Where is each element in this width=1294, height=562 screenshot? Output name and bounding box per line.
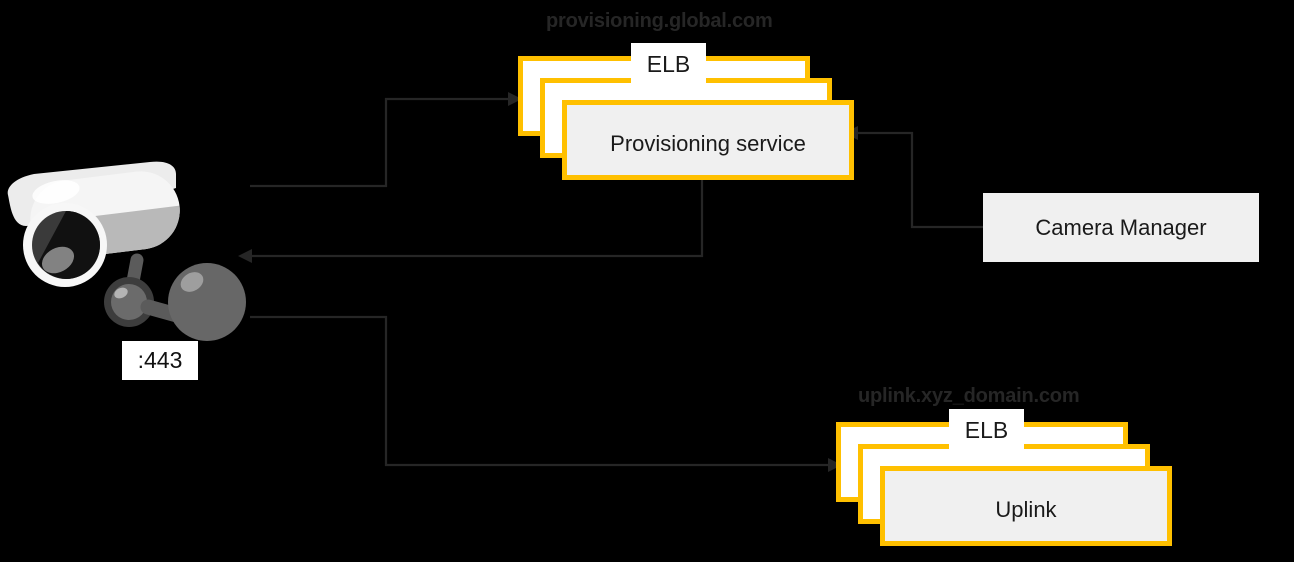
- security-camera-icon: [7, 161, 246, 341]
- wire-camera-to-uplink: [250, 315, 842, 472]
- uplink-card-front[interactable]: Uplink: [880, 466, 1172, 546]
- wire-provisioning-to-camera: [238, 175, 704, 263]
- wire-camera-to-provisioning: [250, 92, 522, 188]
- uplink-elb-label: ELB: [964, 416, 1009, 443]
- uplink-elb-stack[interactable]: Uplink ELB: [836, 409, 1172, 546]
- camera-sphere-glint: [180, 272, 204, 292]
- provisioning-domain-label: provisioning.global.com: [546, 10, 773, 32]
- camera-manager-label: Camera Manager: [1035, 214, 1207, 240]
- camera-port-label: :443: [137, 347, 183, 373]
- camera-lens-glint: [41, 246, 75, 274]
- provisioning-elb-badge: ELB: [631, 43, 706, 85]
- camera-joint-glint: [114, 287, 128, 299]
- camera-hood-highlight: [32, 180, 80, 204]
- camera-joint-inner: [111, 284, 147, 320]
- camera-port-badge: :443: [122, 341, 198, 380]
- uplink-service-label: Uplink: [995, 497, 1057, 522]
- provisioning-service-label: Provisioning service: [610, 131, 806, 156]
- provisioning-elb-stack[interactable]: Provisioning service ELB: [518, 43, 854, 180]
- uplink-domain-label: uplink.xyz_domain.com: [858, 385, 1080, 407]
- provisioning-card-front[interactable]: Provisioning service: [562, 100, 854, 180]
- camera-sphere: [168, 263, 246, 341]
- uplink-elb-badge: ELB: [949, 409, 1024, 451]
- wire-camera-manager-to-provisioning: [844, 126, 983, 229]
- camera-manager-box[interactable]: Camera Manager: [983, 193, 1259, 262]
- provisioning-elb-label: ELB: [646, 50, 691, 77]
